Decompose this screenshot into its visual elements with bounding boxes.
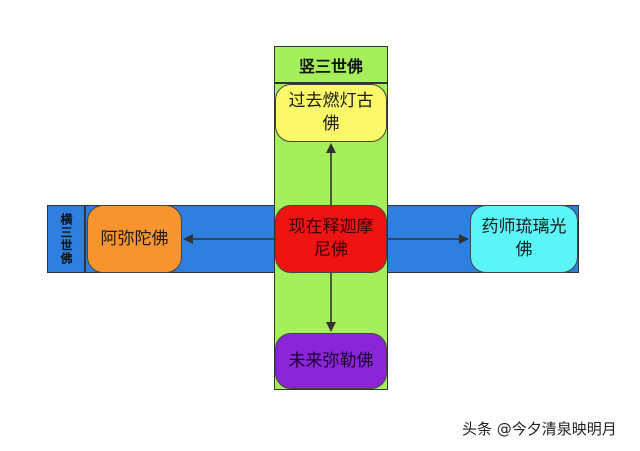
horizontal-group-title: 横三世佛 bbox=[47, 205, 86, 273]
vertical-group-title: 竖三世佛 bbox=[274, 46, 388, 84]
node-amitabha-buddha: 阿弥陀佛 bbox=[87, 205, 182, 273]
watermark-text: 头条 @今夕清泉映明月 bbox=[462, 420, 617, 438]
node-present-buddha: 现在释迦摩尼佛 bbox=[275, 205, 387, 273]
node-medicine-buddha: 药师琉璃光佛 bbox=[470, 205, 578, 273]
node-past-buddha: 过去燃灯古佛 bbox=[275, 84, 387, 142]
node-future-buddha: 未来弥勒佛 bbox=[275, 333, 387, 389]
